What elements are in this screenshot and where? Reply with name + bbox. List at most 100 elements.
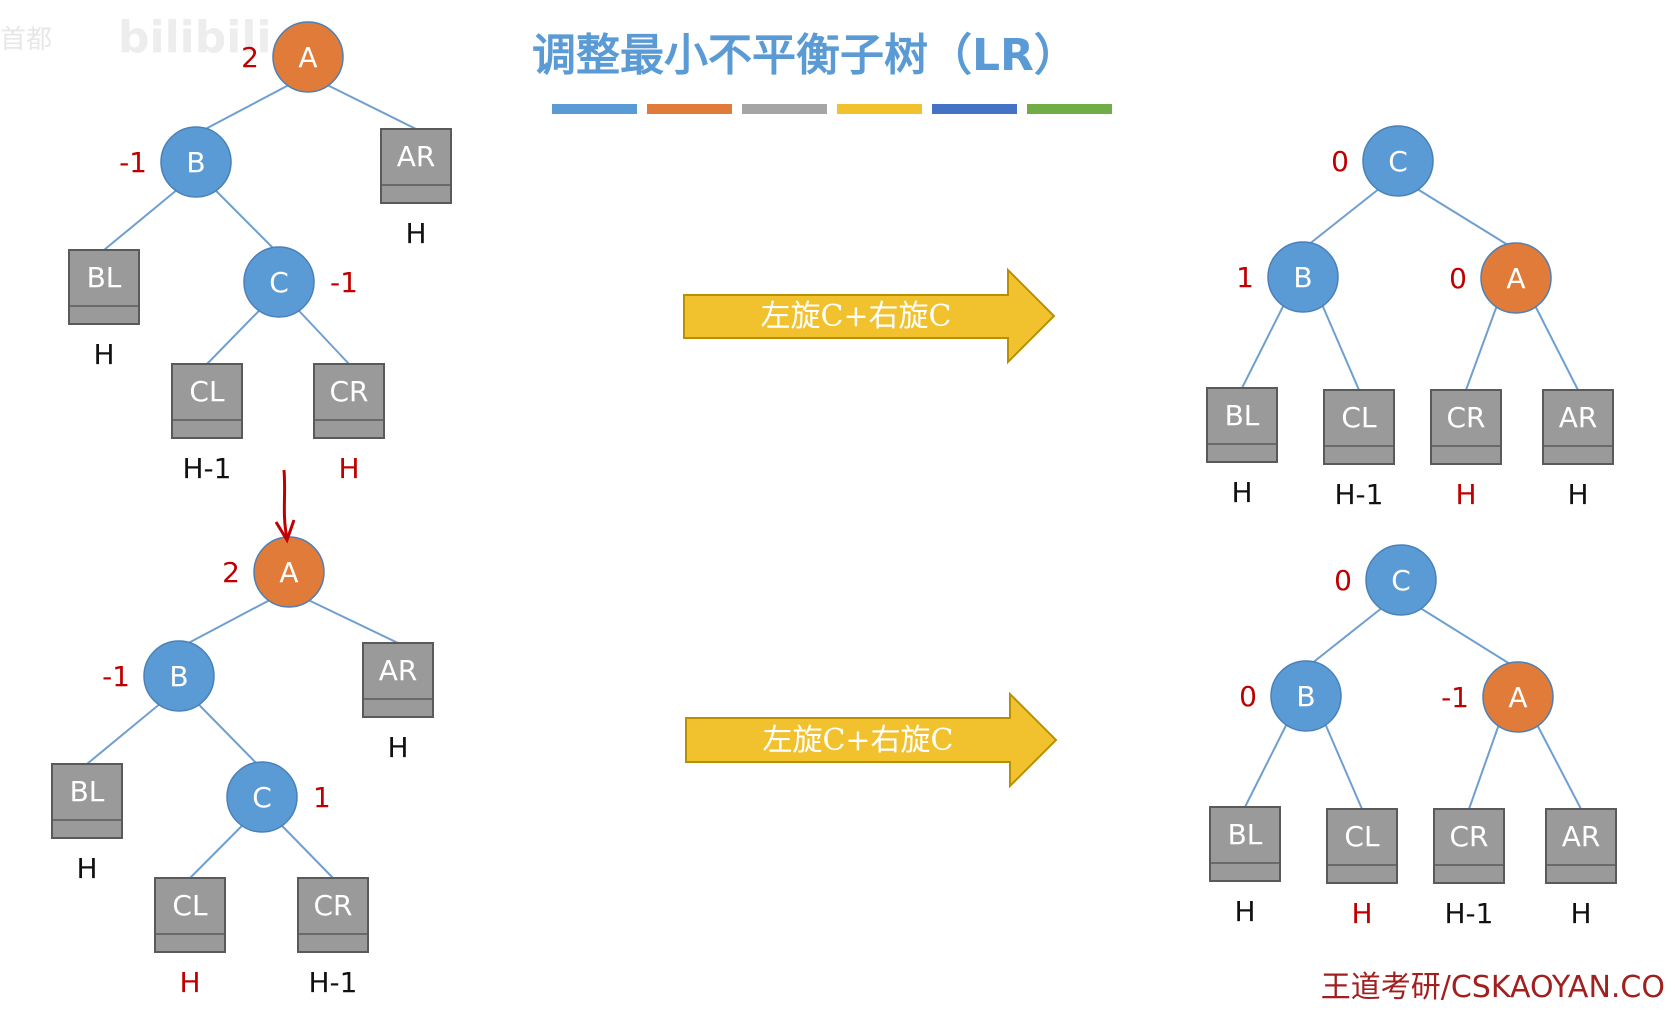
balance-factor-A: 2: [241, 41, 259, 74]
balance-factor-B: -1: [102, 660, 130, 693]
tree-edge: [195, 84, 290, 135]
tree-node-C: [1362, 125, 1434, 197]
balance-factor-C: -1: [330, 266, 358, 299]
subtree-box-BL: [68, 249, 140, 325]
tree-edge: [206, 309, 261, 365]
balance-factor-B: 1: [1236, 261, 1254, 294]
node-label-C: C: [269, 266, 289, 299]
rotation-arrow-2: 左旋C+右旋C: [685, 691, 1058, 789]
subtree-height-BL: H: [93, 338, 114, 371]
node-label-B: B: [1296, 680, 1315, 713]
tree-node-C: [243, 246, 315, 318]
subtree-label-CL: CL: [1341, 401, 1377, 434]
subtree-box-AR: [380, 128, 452, 204]
rotation-arrow-1-label: 左旋C+右旋C: [760, 299, 951, 334]
palette-swatch: [742, 104, 827, 114]
subtree-height-AR: H: [387, 731, 408, 764]
tree-edge: [1465, 305, 1498, 391]
palette-swatch: [837, 104, 922, 114]
subtree-height-CR: H: [338, 452, 359, 485]
tree-edge: [297, 309, 350, 365]
tree-node-C: [1365, 544, 1437, 616]
tree-edge: [1536, 724, 1582, 810]
subtree-label-AR: AR: [1559, 401, 1598, 434]
node-label-C: C: [1388, 145, 1408, 178]
subtree-box-BL: [51, 763, 123, 839]
balance-factor-B: 0: [1239, 680, 1257, 713]
subtree-box-CR: [297, 877, 369, 953]
subtree-height-CL: H-1: [1335, 478, 1384, 511]
subtree-height-BL: H: [1231, 476, 1252, 509]
subtree-label-CR: CR: [1449, 820, 1488, 853]
subtree-box-BL: [1209, 806, 1281, 882]
subtree-box-AR: [1545, 808, 1617, 884]
tree-edge: [1468, 724, 1500, 810]
subtree-height-BL: H: [1234, 895, 1255, 928]
node-label-C: C: [1391, 564, 1411, 597]
tree-edge: [1416, 188, 1517, 251]
subtree-box-AR: [362, 642, 434, 718]
palette-swatch: [932, 104, 1017, 114]
subtree-height-AR: H: [1567, 478, 1588, 511]
node-label-C: C: [252, 781, 272, 814]
subtree-label-AR: AR: [1562, 820, 1601, 853]
balance-factor-A: 2: [222, 556, 240, 589]
subtree-box-CL: [154, 877, 226, 953]
tree-edge: [280, 824, 334, 879]
subtree-label-BL: BL: [70, 775, 105, 808]
balance-factor-C: 0: [1334, 564, 1352, 597]
subtree-label-CL: CL: [1344, 820, 1380, 853]
tree-node-A: [272, 21, 344, 93]
subtree-label-AR: AR: [379, 654, 418, 687]
rotation-arrow-2-label: 左旋C+右旋C: [762, 723, 953, 758]
tree-node-B: [160, 126, 232, 198]
tree-edge: [1321, 304, 1360, 391]
subtree-label-CR: CR: [1446, 401, 1485, 434]
subtree-height-BL: H: [76, 852, 97, 885]
subtree-height-CR: H: [1455, 478, 1476, 511]
tree-edge: [1241, 304, 1285, 389]
subtree-box-CL: [171, 363, 243, 439]
balance-factor-A: -1: [1441, 681, 1469, 714]
tree-node-A: [1482, 661, 1554, 733]
subtree-box-CR: [1430, 389, 1502, 465]
tree-node-B: [143, 640, 215, 712]
credit-text: 王道考研/CSKAOYAN.CO: [1321, 970, 1665, 1005]
balance-factor-C: 0: [1331, 145, 1349, 178]
node-label-B: B: [186, 146, 205, 179]
subtree-height-AR: H: [405, 217, 426, 250]
tree-edge: [1324, 723, 1363, 810]
balance-factor-C: 1: [313, 781, 331, 814]
tree-edge: [214, 189, 280, 255]
palette-swatch: [552, 104, 637, 114]
watermark-logo: bilibili: [118, 12, 271, 63]
balance-factor-A: 0: [1449, 262, 1467, 295]
palette-swatch: [1027, 104, 1112, 114]
subtree-label-CL: CL: [172, 889, 208, 922]
subtree-label-BL: BL: [87, 261, 122, 294]
node-label-A: A: [1508, 681, 1527, 714]
subtree-height-AR: H: [1570, 897, 1591, 930]
insertion-pointer-arrow: [274, 469, 296, 544]
subtree-label-BL: BL: [1225, 399, 1260, 432]
tree-node-B: [1270, 660, 1342, 732]
node-label-B: B: [169, 660, 188, 693]
subtree-box-CL: [1323, 389, 1395, 465]
tree-edge: [1305, 607, 1383, 669]
tree-node-C: [226, 761, 298, 833]
subtree-height-CL: H: [179, 966, 200, 999]
tree-edge: [1244, 723, 1288, 808]
subtree-box-CR: [1433, 808, 1505, 884]
tree-edge: [189, 824, 244, 879]
tree-edge: [1302, 188, 1380, 250]
tree-edge: [103, 189, 178, 251]
watermark-prefix: 首都: [0, 25, 52, 55]
subtree-box-BL: [1206, 387, 1278, 463]
tree-edge: [307, 599, 399, 644]
balance-factor-B: -1: [119, 146, 147, 179]
page-title: 调整最小不平衡子树（LR）: [532, 30, 1078, 81]
